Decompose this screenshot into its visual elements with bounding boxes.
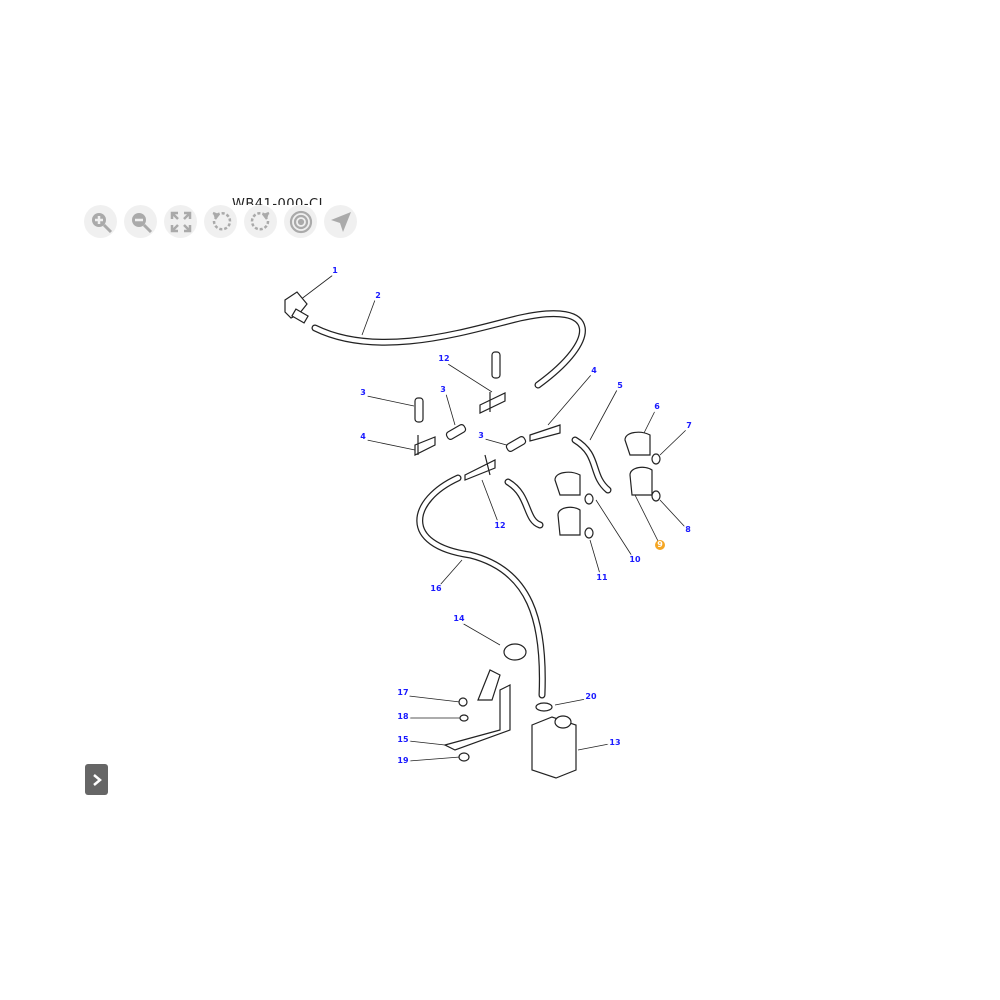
callout-11[interactable]: 11: [594, 572, 610, 584]
callout-1[interactable]: 1: [330, 265, 340, 277]
callout-3[interactable]: 3: [438, 384, 448, 396]
callout-13[interactable]: 13: [607, 737, 623, 749]
viewer-toolbar: [84, 205, 357, 238]
callout-14[interactable]: 14: [451, 613, 467, 625]
callout-6[interactable]: 6: [652, 401, 662, 413]
callout-10[interactable]: 10: [627, 554, 643, 566]
hoses: [311, 310, 612, 699]
callout-20[interactable]: 20: [583, 691, 599, 703]
chevron-right-icon: [92, 773, 102, 786]
zoom-out-button[interactable]: [124, 205, 157, 238]
callout-3[interactable]: 3: [476, 430, 486, 442]
callout-19[interactable]: 19: [395, 755, 411, 767]
callout-5[interactable]: 5: [615, 380, 625, 392]
rotate-right-button[interactable]: [244, 205, 277, 238]
rotate-right-icon: [250, 211, 269, 230]
callout-12[interactable]: 12: [436, 353, 452, 365]
callout-12[interactable]: 12: [492, 520, 508, 532]
zoom-in-icon: [91, 212, 112, 233]
center-target-button[interactable]: [284, 205, 317, 238]
callout-16[interactable]: 16: [428, 583, 444, 595]
navigate-icon: [330, 211, 351, 232]
expand-panel-button[interactable]: [85, 764, 108, 795]
diagram-title: WB41-000-CL: [232, 197, 327, 205]
callout-9-active[interactable]: 9: [655, 540, 665, 550]
callout-8[interactable]: 8: [683, 524, 693, 536]
callout-7[interactable]: 7: [684, 420, 694, 432]
callout-17[interactable]: 17: [395, 687, 411, 699]
callout-2[interactable]: 2: [373, 290, 383, 302]
fit-screen-button[interactable]: [164, 205, 197, 238]
navigate-button[interactable]: [324, 205, 357, 238]
callout-3[interactable]: 3: [358, 387, 368, 399]
fittings: [284, 291, 661, 779]
rotate-left-button[interactable]: [204, 205, 237, 238]
callout-15[interactable]: 15: [395, 734, 411, 746]
zoom-out-icon: [131, 212, 152, 233]
leader-lines: [299, 274, 687, 762]
zoom-in-button[interactable]: [84, 205, 117, 238]
target-icon: [289, 210, 312, 233]
callout-4[interactable]: 4: [589, 365, 599, 377]
callout-4[interactable]: 4: [358, 431, 368, 443]
rotate-left-icon: [212, 211, 231, 230]
callout-18[interactable]: 18: [395, 711, 411, 723]
fit-screen-icon: [170, 211, 191, 232]
